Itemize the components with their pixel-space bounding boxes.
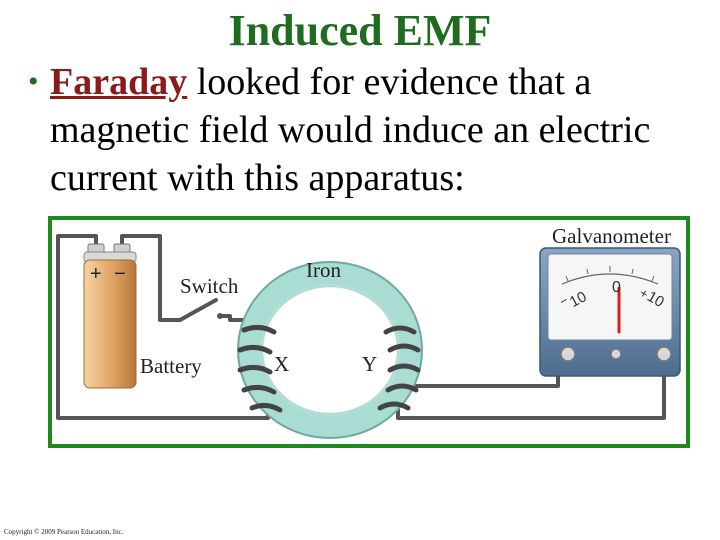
wire-battery-right xyxy=(120,234,182,322)
switch-blade xyxy=(178,298,218,322)
iron-label: Iron xyxy=(306,258,341,282)
apparatus-diagram: + − − 10 0 + 10 xyxy=(56,234,681,439)
bullet-dot-icon: • xyxy=(28,65,39,98)
meter-terminal-center xyxy=(610,348,622,360)
battery-body xyxy=(83,259,137,389)
meter-terminal-left xyxy=(560,346,576,362)
meter-terminal-right xyxy=(656,346,672,362)
apparatus-figure: + − − 10 0 + 10 Galvanometer Iron Switch… xyxy=(48,216,690,448)
slide-title: Induced EMF xyxy=(228,6,492,55)
scale-left-label: 10 xyxy=(567,288,590,311)
battery-label: Battery xyxy=(140,354,202,378)
meter-face xyxy=(547,253,673,341)
galvanometer-label: Galvanometer xyxy=(552,224,671,248)
bullet-text: Faraday looked for evidence that a magne… xyxy=(50,58,700,202)
switch-contact xyxy=(217,313,223,319)
switch-label: Switch xyxy=(180,274,239,298)
coil-x xyxy=(237,324,283,413)
coil-x-label: X xyxy=(274,352,290,376)
scale-right-label: 10 xyxy=(644,288,667,311)
coil-y-label: Y xyxy=(362,352,378,376)
switch xyxy=(178,298,223,322)
battery-minus-label: − xyxy=(114,263,126,285)
scale-zero-label: 0 xyxy=(612,279,621,296)
battery-plus-label: + xyxy=(90,263,102,285)
meter-scale-arc xyxy=(561,273,659,285)
coil-y xyxy=(377,325,421,411)
battery xyxy=(83,243,137,389)
bullet-body: looked for evidence that a magnetic fiel… xyxy=(50,61,651,199)
galvanometer xyxy=(539,247,681,377)
copyright-notice: Copyright © 2009 Pearson Education, Inc. xyxy=(4,528,124,536)
keyword-faraday: Faraday xyxy=(50,61,188,103)
